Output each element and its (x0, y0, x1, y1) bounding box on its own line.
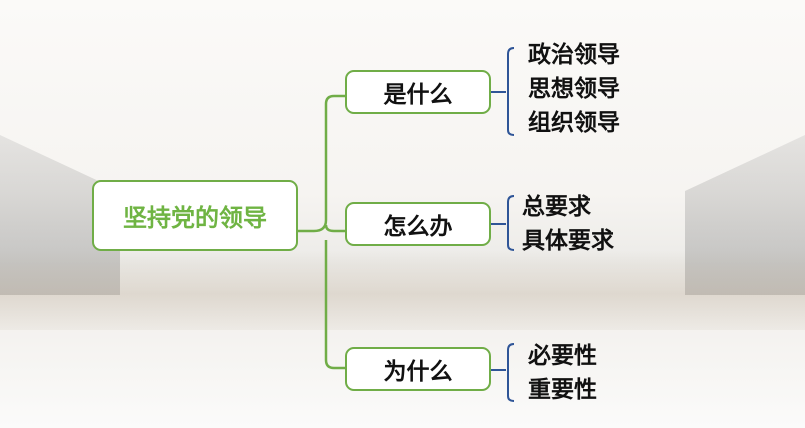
root-node: 坚持党的领导 (92, 180, 298, 251)
leaf-importance: 重要性 (528, 377, 597, 403)
leaf-general-requirements: 总要求 (522, 194, 591, 220)
leaf-political-leadership: 政治领导 (528, 42, 620, 68)
branch-node-why: 为什么 (345, 347, 491, 391)
green-bracket (298, 94, 345, 370)
background-cityscape (0, 250, 805, 330)
leaf-organizational-leadership: 组织领导 (528, 110, 620, 136)
blue-brackets (491, 47, 515, 402)
leaf-necessity: 必要性 (528, 343, 597, 369)
leaf-specific-requirements: 具体要求 (522, 228, 614, 254)
branch-node-how: 怎么办 (345, 202, 491, 246)
leaf-ideological-leadership: 思想领导 (528, 76, 620, 102)
branch-node-what: 是什么 (345, 70, 491, 114)
